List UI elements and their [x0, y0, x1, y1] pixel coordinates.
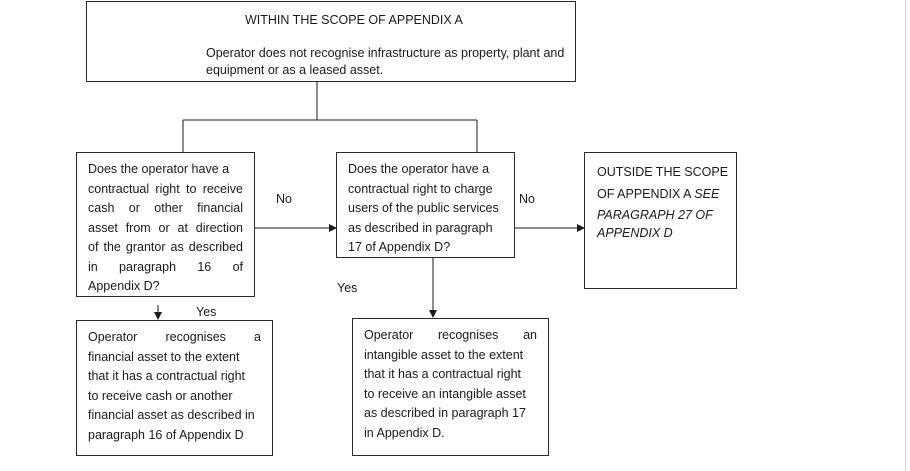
q1-line: contractual right to receive — [88, 182, 243, 196]
outside-scope-box: OUTSIDE THE SCOPE OF APPENDIX A SEE PARA… — [584, 152, 737, 289]
fin-line: Operator recognises a — [88, 330, 261, 344]
question-cash-box: Does the operator have a contractual rig… — [76, 152, 255, 297]
fin-line: that it has a contractual right — [88, 369, 246, 383]
page-edge — [905, 0, 906, 471]
yes-label-1: Yes — [196, 305, 217, 319]
q2-line: contractual right to charge — [348, 182, 493, 196]
outside-line-4: APPENDIX D — [597, 226, 673, 240]
q1-line: Does the operator have a — [88, 162, 230, 176]
q1-line: in paragraph 16 of — [88, 260, 243, 274]
q1-line: of the grantor as described — [88, 240, 243, 254]
no-label-1: No — [276, 192, 292, 206]
q2-line: 17 of Appendix D? — [348, 240, 451, 254]
int-line: Operator recognises an — [364, 328, 537, 342]
outside-line-1: OUTSIDE THE SCOPE — [597, 165, 729, 179]
question-charge-box: Does the operator have a contractual rig… — [336, 152, 515, 258]
scope-box: WITHIN THE SCOPE OF APPENDIX A Operator … — [86, 1, 576, 82]
scope-line-1: Operator does not recognise infrastructu… — [206, 46, 565, 60]
intangible-asset-box: Operator recognises an intangible asset … — [352, 318, 549, 456]
q1-line: cash or other financial — [88, 201, 243, 215]
fin-line: financial asset to the extent — [88, 350, 240, 364]
no-label-2: No — [519, 192, 535, 206]
fin-line: paragraph 16 of Appendix D — [88, 428, 244, 442]
outside-line-3: PARAGRAPH 27 OF — [597, 208, 713, 222]
q2-line: Does the operator have a — [348, 162, 490, 176]
fin-line: to receive cash or another — [88, 389, 233, 403]
financial-asset-box: Operator recognises a financial asset to… — [76, 320, 273, 456]
scope-title: WITHIN THE SCOPE OF APPENDIX A — [245, 13, 463, 27]
q2-line: as described in paragraph — [348, 221, 493, 235]
int-line: in Appendix D. — [364, 426, 445, 440]
fin-line: financial asset as described in — [88, 408, 255, 422]
q1-line: asset from or at direction — [88, 221, 243, 235]
int-line: that it has a contractual right — [364, 367, 522, 381]
outside-line-2: OF APPENDIX A SEE — [597, 187, 720, 201]
int-line: as described in paragraph 17 — [364, 406, 526, 420]
q2-line: users of the public services — [348, 201, 499, 215]
q1-line: Appendix D? — [88, 279, 160, 293]
yes-label-2: Yes — [337, 281, 358, 295]
int-line: intangible asset to the extent — [364, 348, 524, 362]
int-line: to receive an intangible asset — [364, 387, 526, 401]
scope-line-2: equipment or as a leased asset. — [206, 63, 384, 77]
